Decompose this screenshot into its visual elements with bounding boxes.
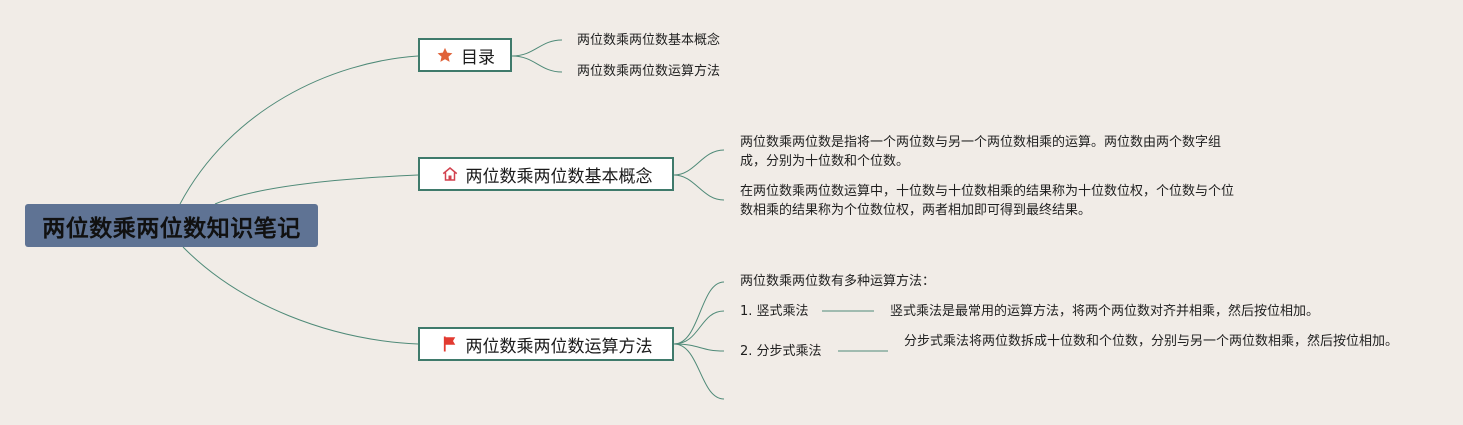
link-toc-2: [511, 55, 563, 73]
toc-item-2[interactable]: 两位数乘两位数运算方法: [577, 64, 721, 79]
branch-concept[interactable]: 两位数乘两位数基本概念: [418, 157, 674, 191]
link-root-concept: [214, 174, 419, 205]
link-concept-1: [673, 149, 725, 176]
flag-icon: [440, 334, 460, 354]
method-item-vertical[interactable]: 1. 竖式乘法: [740, 304, 809, 319]
link-method-4: [673, 343, 725, 400]
branch-method-label: 两位数乘两位数运算方法: [465, 336, 653, 357]
method-detail-vertical[interactable]: 竖式乘法是最常用的运算方法，将两个两位数对齐并相乘，然后按位相加。: [890, 304, 1320, 319]
branch-toc[interactable]: 目录: [418, 38, 512, 72]
link-toc-1: [511, 39, 563, 57]
branch-method[interactable]: 两位数乘两位数运算方法: [418, 327, 674, 361]
method-detail-stepwise[interactable]: 分步式乘法将两位数拆成十位数和个位数，分别与另一个两位数相乘，然后按位相加。: [904, 334, 1399, 349]
star-icon: [435, 45, 455, 65]
root-topic[interactable]: 两位数乘两位数知识笔记: [25, 204, 318, 247]
branch-toc-label: 目录: [461, 47, 495, 68]
method-item-stepwise[interactable]: 2. 分步式乘法: [740, 344, 822, 359]
link-method-2: [673, 310, 725, 345]
link-method-1: [673, 281, 725, 345]
method-intro[interactable]: 两位数乘两位数有多种运算方法：: [740, 274, 936, 289]
root-title: 两位数乘两位数知识笔记: [42, 215, 301, 242]
branch-concept-label: 两位数乘两位数基本概念: [465, 166, 653, 187]
link-root-method: [182, 246, 419, 345]
link-root-toc: [179, 55, 419, 205]
toc-item-1[interactable]: 两位数乘两位数基本概念: [577, 33, 721, 48]
home-icon: [440, 164, 460, 184]
concept-item-1[interactable]: 两位数乘两位数是指将一个两位数与另一个两位数相乘的运算。两位数由两个数字组成，分…: [740, 135, 1222, 169]
concept-item-2[interactable]: 在两位数乘两位数运算中，十位数与十位数相乘的结果称为十位数位权，个位数与个位数相…: [740, 184, 1235, 218]
link-concept-2: [673, 174, 725, 201]
link-method-3: [673, 343, 725, 352]
